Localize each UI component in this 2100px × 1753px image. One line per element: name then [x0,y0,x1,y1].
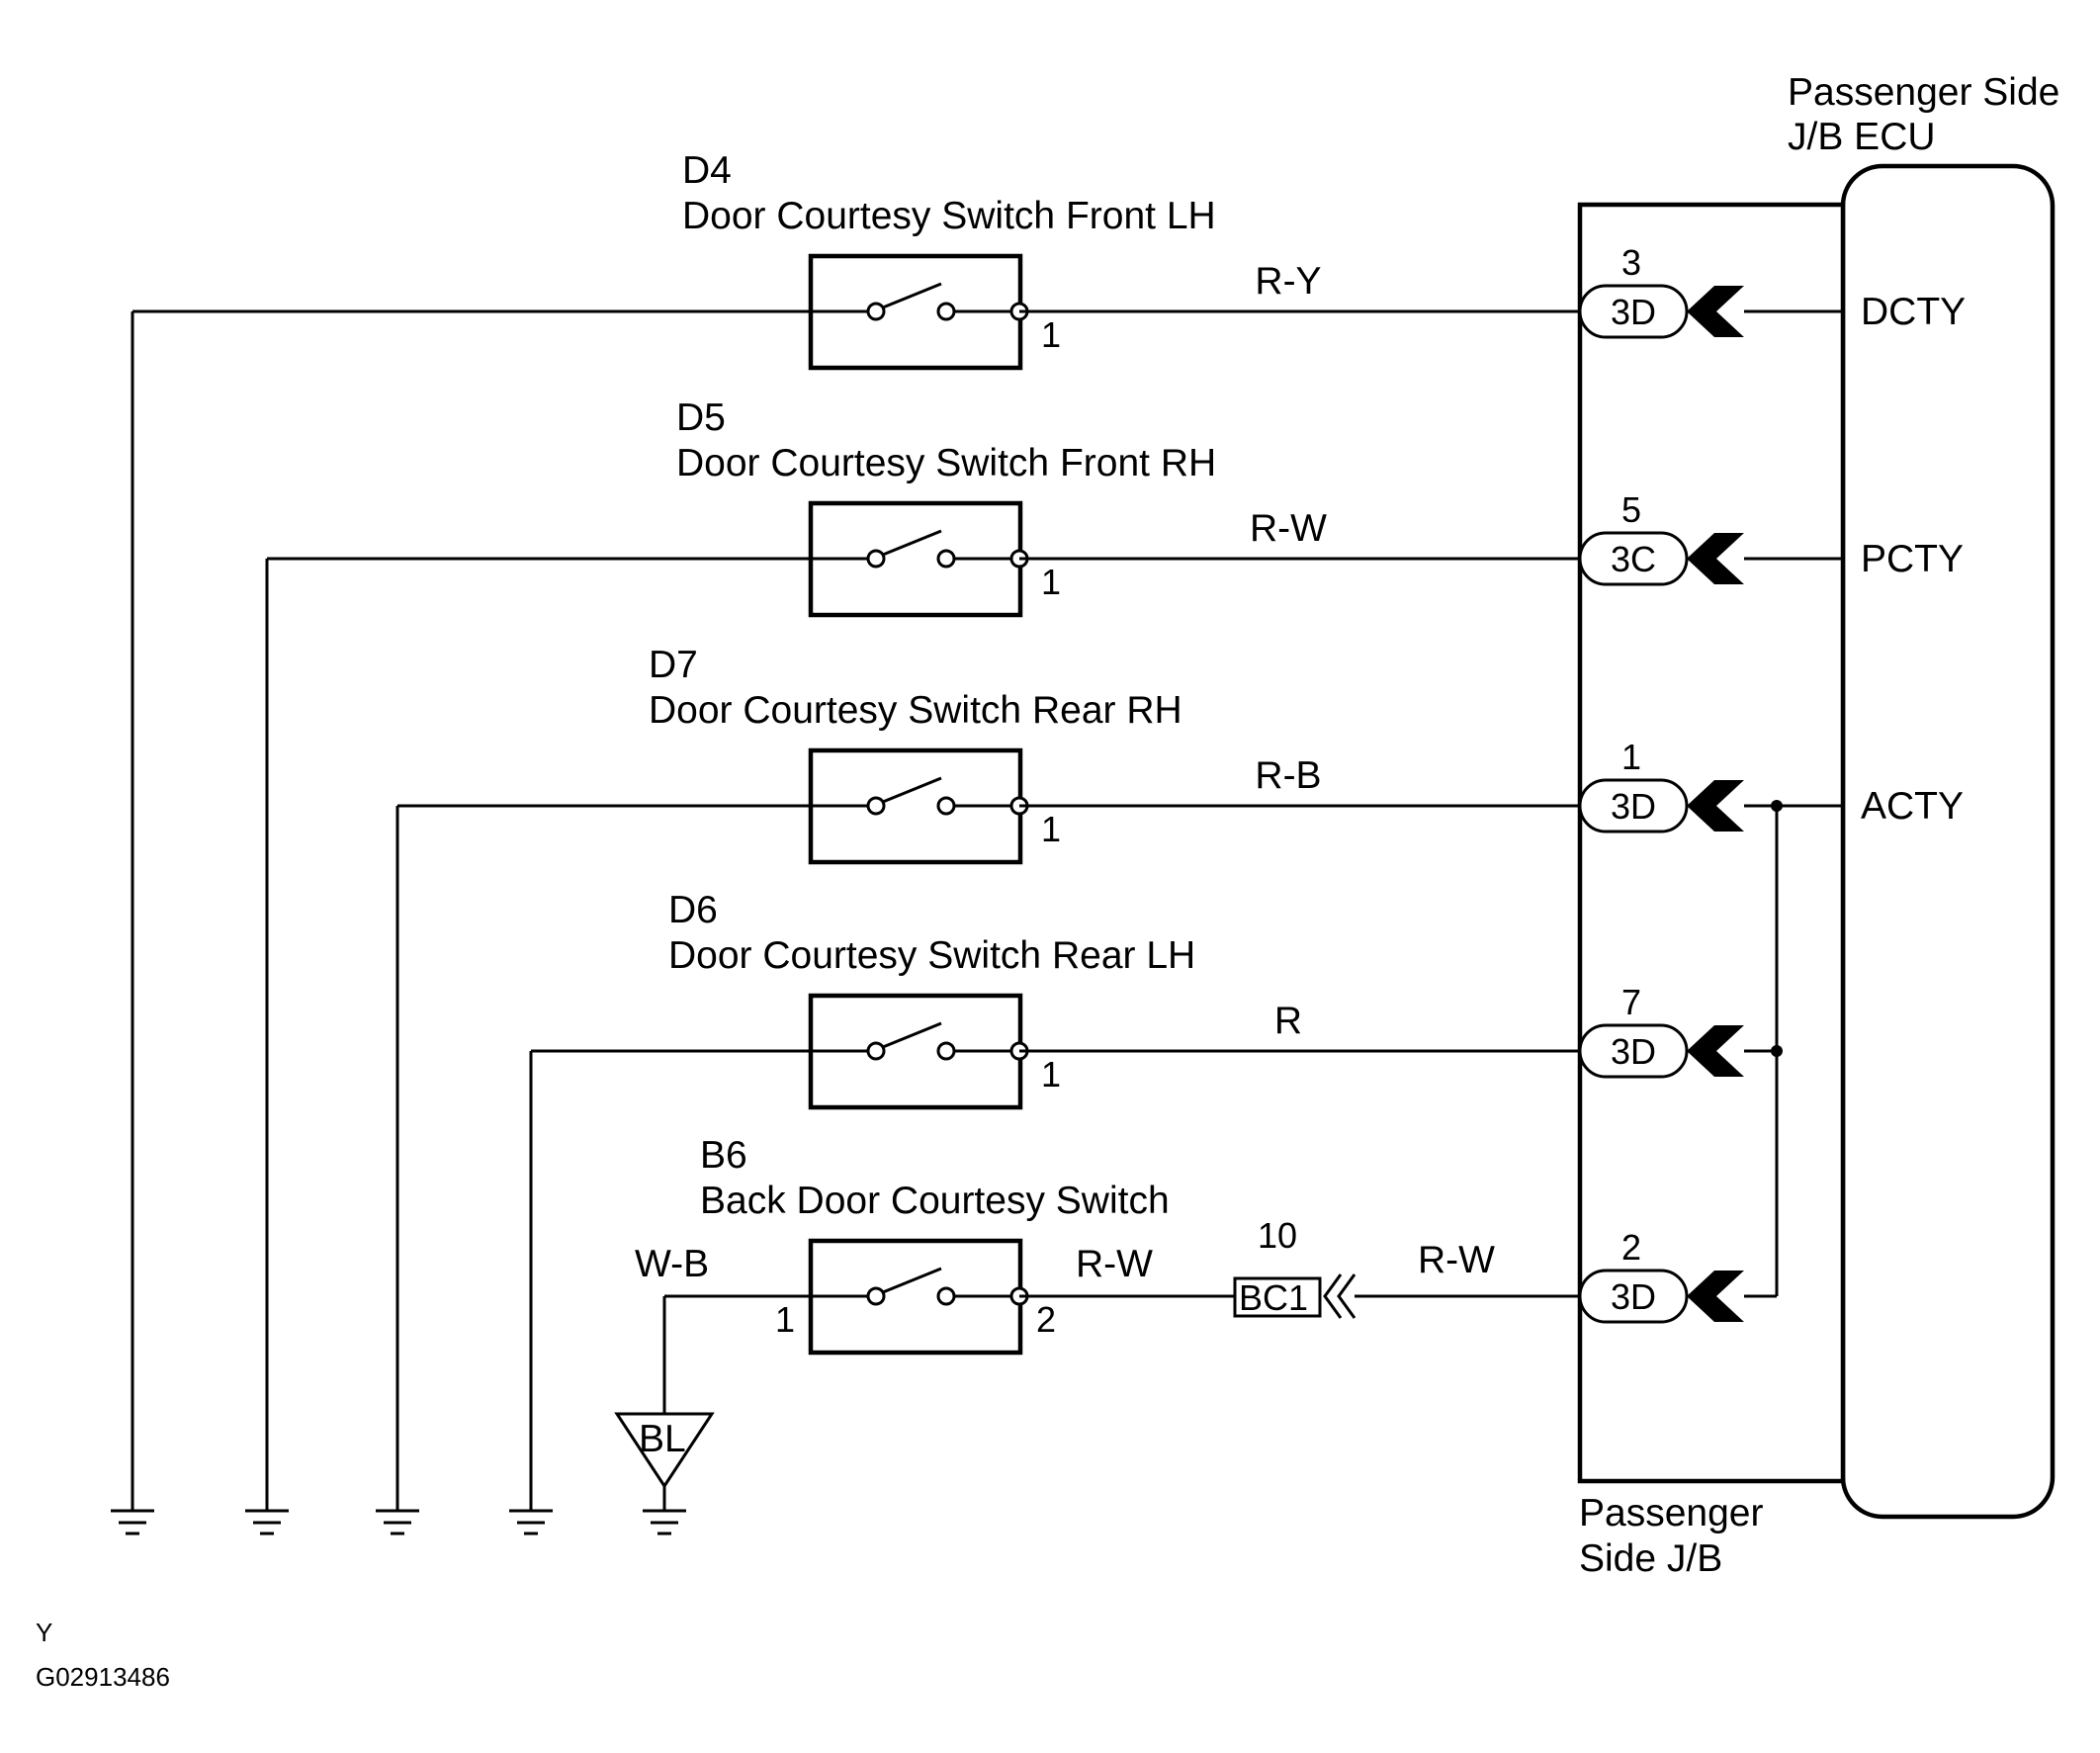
jb-connector-pin: 2 [1621,1227,1641,1268]
switch-name: Back Door Courtesy Switch [700,1180,1170,1222]
inline-connector-bc1: BC1 10 [1019,1215,1580,1319]
switch-pin-right: 2 [1036,1299,1056,1340]
jb-label-line1: Passenger [1579,1492,1763,1534]
jb-connector-label: 3D [1611,1276,1656,1317]
switch-id: D4 [682,149,732,192]
acty-bus [1744,800,1783,1298]
switch-name: Door Courtesy Switch Rear LH [668,934,1195,977]
ground-symbol [643,1509,686,1535]
switch-pin: 1 [1041,562,1061,602]
wire-color: R-Y [1255,260,1321,303]
ecu-terminal: DCTY [1861,291,1966,333]
ground-symbols [111,1509,686,1535]
ecu-title-line1: Passenger Side [1788,71,2059,114]
ecu-housing [1840,163,2056,1520]
wire-color: R [1274,1000,1302,1042]
switch-name: Door Courtesy Switch Front RH [676,442,1216,484]
footer-code-1: Y [36,1618,52,1647]
wire-color-left: W-B [635,1243,709,1285]
jb-connector-label: 3D [1611,292,1656,332]
inline-connector-label: BC1 [1239,1277,1308,1318]
switch-name: Door Courtesy Switch Front LH [682,195,1216,237]
switch-id: D5 [676,396,726,439]
ecu-terminal: ACTY [1861,785,1964,828]
jb-connector-label: 3D [1611,786,1656,827]
wire-color: R-W [1076,1243,1153,1285]
jb-connector-label: 3C [1611,539,1656,579]
switch-id: D6 [668,889,718,931]
wire-color-to-jb: R-W [1418,1239,1495,1281]
jb-connector-pin: 3 [1621,242,1641,283]
ecu-terminal: PCTY [1861,538,1964,580]
ground-symbol [245,1509,289,1535]
jb-connector-pin: 7 [1621,982,1641,1022]
ground-symbol [111,1509,154,1535]
switch-pin: 1 [1041,1054,1061,1095]
switch-pin: 1 [1041,314,1061,355]
jb-connector-pin: 1 [1621,737,1641,777]
inline-connector-pin: 10 [1258,1215,1297,1256]
jb-connector-label: 3D [1611,1031,1656,1072]
ground-symbol [509,1509,553,1535]
ground-symbol [376,1509,419,1535]
back-door-ground-branch: BL [614,1294,811,1511]
ground-point-bl [614,1412,715,1489]
wire-color: R-B [1255,754,1321,797]
ground-point-label: BL [639,1418,686,1460]
jb-label-line2: Side J/B [1579,1537,1722,1580]
switch-id: B6 [700,1134,747,1177]
footer-code-2: G02913486 [36,1662,170,1692]
switch-pin: 1 [1041,809,1061,849]
switch-pin-left: 1 [775,1299,795,1340]
wire-color: R-W [1250,507,1327,550]
junction-block [1577,202,1846,1484]
jb-connector-pin: 5 [1621,489,1641,530]
ecu-title-line2: J/B ECU [1788,116,1936,158]
switch-name: Door Courtesy Switch Rear RH [649,689,1182,732]
switch-id: D7 [649,644,698,686]
